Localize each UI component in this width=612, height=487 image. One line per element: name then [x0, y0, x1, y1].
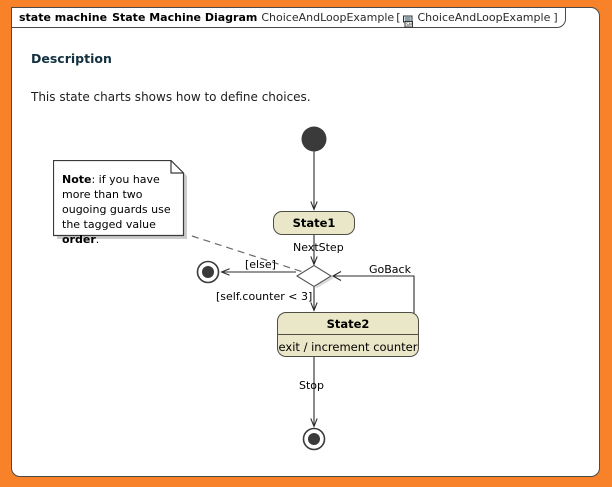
note-box[interactable]: Note: if you have more than two ougoing … — [53, 160, 191, 246]
state2-body: exit / increment counter — [278, 335, 418, 358]
frame-kind-label: state machine — [19, 11, 108, 24]
note-text-main: : if you have more than two ougoing guar… — [62, 173, 171, 231]
transition-goback-arrowhead — [331, 271, 342, 281]
note-body — [53, 160, 185, 237]
note-label-bold: Note — [62, 173, 92, 186]
state2-header: State2 — [278, 313, 418, 335]
note-folded-corner — [170, 160, 184, 174]
note-text-end: . — [95, 233, 100, 246]
transition-label-nextstep[interactable]: NextStep — [293, 241, 344, 254]
diagram-frame-tab[interactable]: state machine State Machine Diagram Choi… — [11, 7, 566, 28]
note-text: Note: if you have more than two ougoing … — [62, 172, 186, 247]
initial-state-node[interactable] — [301, 126, 327, 152]
choice-pseudostate-node[interactable] — [295, 264, 333, 288]
state1-label: State1 — [292, 216, 336, 230]
note-tagged-value-bold: order — [62, 233, 96, 246]
state-machine-icon: SM — [402, 13, 415, 28]
state2-exit-action: exit / increment counter — [278, 339, 418, 354]
diagram-panel — [11, 7, 600, 477]
frame-diagram-name: ChoiceAndLoopExample — [261, 11, 395, 24]
description-heading: Description — [31, 51, 112, 66]
state2-label: State2 — [326, 316, 370, 331]
frame-bracket-close: ] — [553, 11, 558, 24]
state-node-state2[interactable]: State2 exit / increment counter — [277, 312, 419, 357]
state-node-state1[interactable]: State1 — [273, 211, 355, 235]
transition-label-counter-guard[interactable]: [self.counter < 3] — [216, 290, 313, 303]
transition-label-goback[interactable]: GoBack — [369, 263, 411, 276]
frame-bracket-open: [ — [396, 11, 401, 24]
note-anchor-line — [191, 235, 304, 273]
description-text: This state charts shows how to define ch… — [31, 90, 311, 104]
transition-label-else[interactable]: [else] — [245, 258, 276, 271]
final-state-stop-inner — [308, 433, 320, 445]
final-state-else-inner — [202, 266, 214, 278]
frame-diagram-type: State Machine Diagram — [112, 11, 258, 24]
svg-text:SM: SM — [406, 22, 413, 28]
transition-label-stop[interactable]: Stop — [299, 379, 325, 392]
frame-context-name: ChoiceAndLoopExample — [417, 11, 551, 24]
